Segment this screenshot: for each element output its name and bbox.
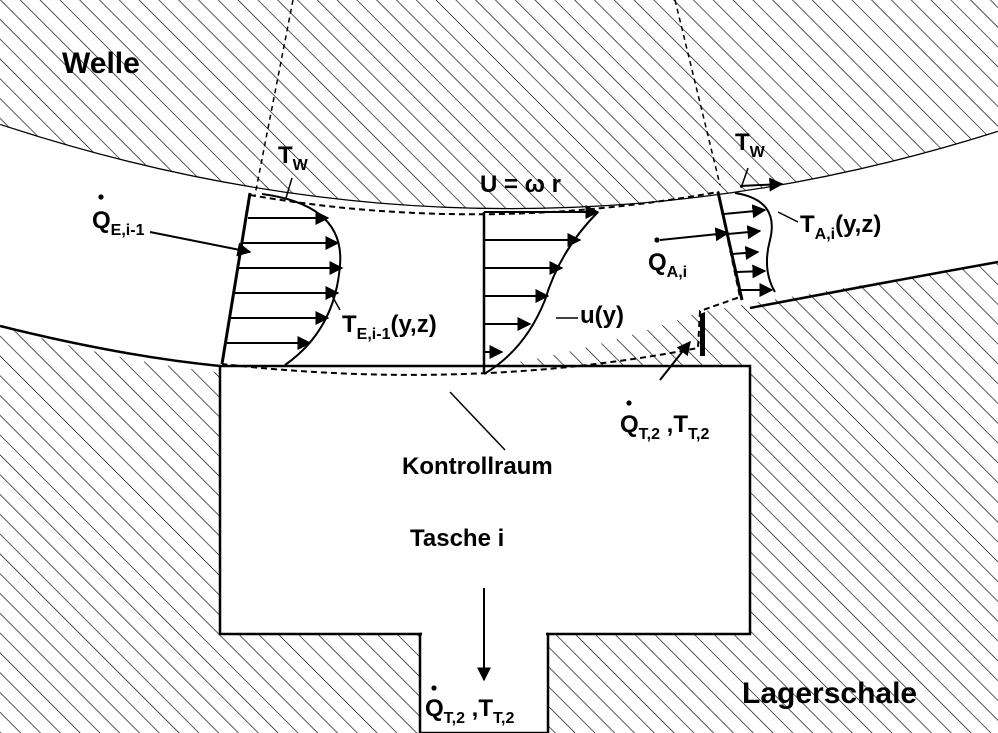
velocity-profile-arrows [484,205,600,359]
wall-temp-right-label: TW [735,129,766,161]
heat-pocket-arrow [659,340,691,381]
outlet-velocity-arrows [723,177,784,297]
temp-out-label: TA,i(y,z) [800,211,881,243]
tw-left-leader [285,177,293,199]
shaft-label: Welle [62,47,140,80]
outlet-temp-profile [734,192,776,293]
temp-in-label: TE,i-1(y,z) [342,311,437,343]
fluid-film-gap [0,125,998,379]
heat-in-arrow [149,231,252,257]
heat-out-label: QA,i [648,237,687,281]
velocity-profile-curve [483,211,599,375]
bearing-surface-right [749,260,998,310]
inlet-section-line [220,192,252,365]
temp-in-leader [329,291,341,311]
shaft-surface [0,123,998,211]
velocity-profile-label: u(y) [580,302,624,329]
bearing-shell-label: Lagerschale [742,677,917,710]
pocket-step [700,312,705,356]
control-volume-label: Kontrollraum [402,453,553,480]
pocket-label: Tasche i [410,525,504,552]
radial-line-left [254,0,294,196]
svg-text:QA,i: QA,i [648,249,687,281]
bearing-surface [0,324,221,368]
velocity-equation-label: U = ω r [480,171,561,198]
shaft-region [0,0,998,210]
svg-text:QE,i-1: QE,i-1 [92,207,145,239]
heat-pocket-mid-label: QT,2 ,TT,2 [620,400,709,443]
tw-right-leader [740,167,749,189]
temp-out-leader [777,211,799,223]
svg-text:QT,2 ,TT,2: QT,2 ,TT,2 [620,411,709,443]
inlet-velocity-arrows [227,211,344,350]
wall-temp-left-label: TW [278,142,309,174]
inlet-temp-profile [261,193,342,366]
svg-text:QT,2 ,TT,2: QT,2 ,TT,2 [425,695,514,727]
heat-out-arrow [659,227,730,242]
outlet-section-line [716,191,744,301]
heat-pocket-bottom-label: QT,2 ,TT,2 [425,685,514,727]
heat-in-label: QE,i-1 [92,194,145,239]
control-volume-leader [449,391,506,451]
radial-line-right [674,0,721,186]
